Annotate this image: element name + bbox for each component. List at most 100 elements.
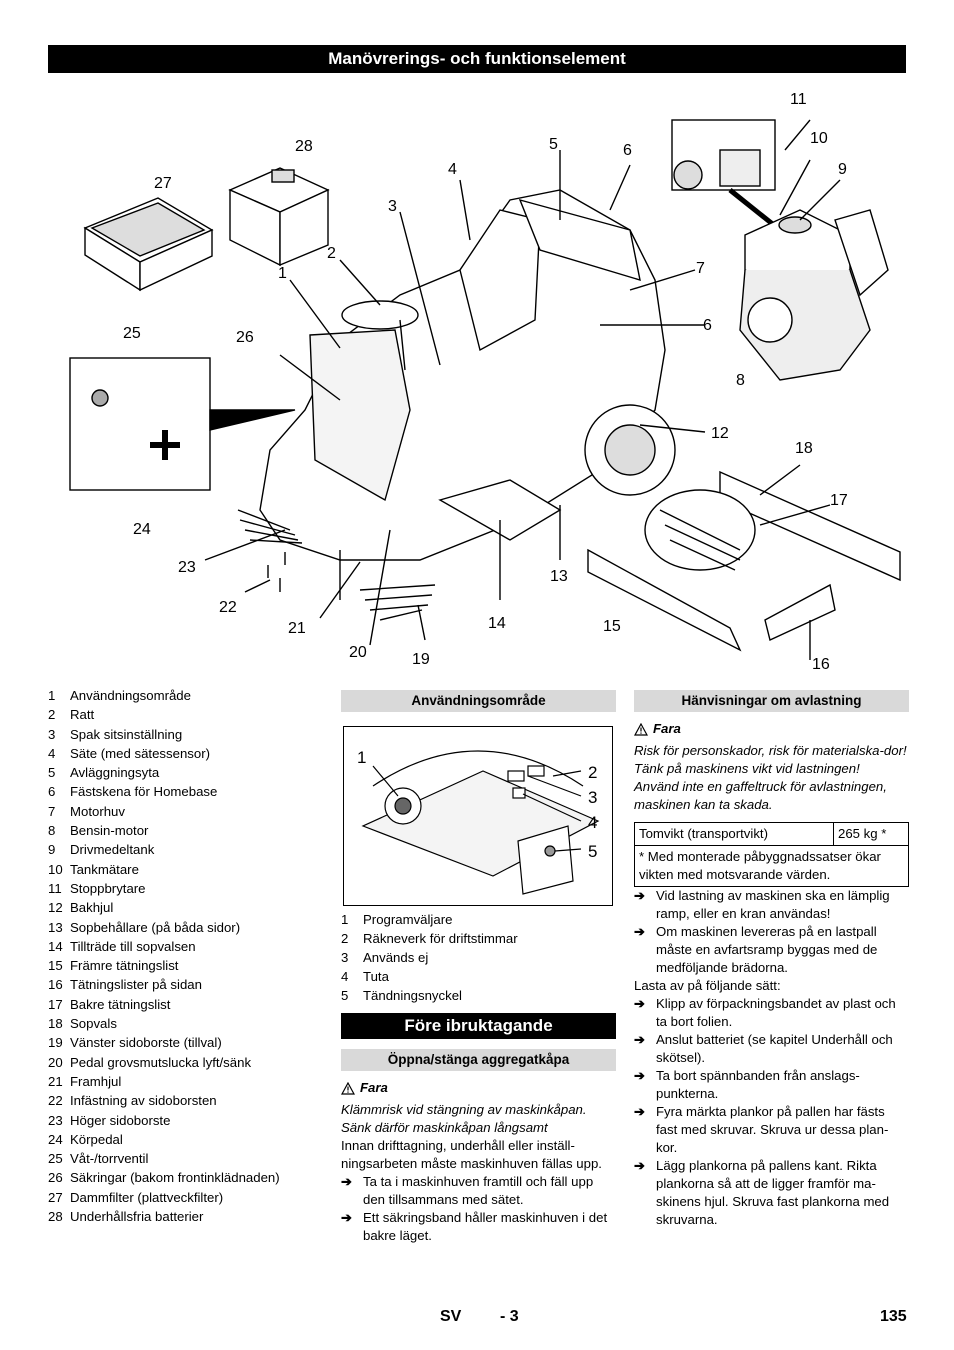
arrow-icon: ➔ [341, 1174, 353, 1189]
list-item: 3 Används ej [341, 948, 616, 967]
item-number: 7 [48, 803, 56, 819]
item-text: Tändningsnyckel [363, 988, 462, 1003]
panel-callout-1: 1 [357, 748, 366, 767]
callout-3: 3 [388, 198, 397, 215]
heading-unloading: Hänvisningar om avlastning [634, 690, 909, 712]
step-text: Vid lastning av maskinen ska en lämplig … [656, 888, 890, 921]
item-number: 2 [48, 707, 56, 723]
warning-line: Risk för personskador, risk för material… [634, 743, 907, 758]
callout-19: 19 [412, 651, 430, 668]
callout-12: 12 [711, 425, 729, 442]
step-text: Lägg plankorna på pallens kant. Rikta pl… [656, 1158, 890, 1227]
arrow-icon: ➔ [341, 1210, 353, 1225]
item-text: Bensin-motor [70, 823, 149, 839]
footer-language: SV [440, 1308, 462, 1325]
callout-22: 22 [219, 599, 237, 616]
item-number: 5 [341, 988, 349, 1003]
item-text: Höger sidoborste [70, 1112, 171, 1128]
callout-23: 23 [178, 559, 196, 576]
item-number: 22 [48, 1093, 63, 1109]
column-right: Hänvisningar om avlastning Fara Risk för… [634, 690, 909, 1229]
callout-8: 8 [736, 372, 745, 389]
list-item: 5 Tändningsnyckel [341, 986, 616, 1005]
arrow-icon: ➔ [634, 1158, 646, 1173]
step-text: Ta bort spännbanden från anslags-punkter… [656, 1068, 860, 1101]
warning-line: Använd inte en gaffeltruck för avlastnin… [634, 779, 887, 812]
item-number: 28 [48, 1209, 63, 1225]
item-text: Infästning av sidoborsten [70, 1093, 217, 1109]
item-text: Vänster sidoborste (tillval) [70, 1035, 222, 1051]
body-text: Innan drifttagning, underhåll eller inst… [341, 1138, 602, 1171]
item-text: Stoppbrytare [70, 880, 146, 896]
callout-18: 18 [795, 440, 813, 457]
item-number: 21 [48, 1073, 63, 1089]
callout-9: 9 [838, 161, 847, 178]
panel-callout-3: 3 [588, 788, 597, 807]
step-text: Om maskinen levereras på en lastpall mås… [656, 924, 878, 975]
footer-page-number: 135 [880, 1308, 907, 1325]
item-text: Används ej [363, 950, 429, 965]
item-text: Våt-/torrventil [70, 1151, 149, 1167]
control-panel-figure: 1 2 3 4 5 [343, 726, 613, 906]
instruction-step: ➔Ta bort spännbanden från anslags-punkte… [634, 1067, 909, 1103]
item-text: Tuta [363, 969, 389, 984]
callout-20: 20 [349, 644, 367, 661]
callout-4: 4 [448, 161, 457, 178]
item-number: 5 [48, 765, 56, 781]
item-number: 17 [48, 996, 63, 1012]
item-text: Framhjul [70, 1073, 122, 1089]
weight-label: Tomvikt (transportvikt) [634, 822, 834, 846]
battery-drawing [228, 167, 330, 267]
callout-21: 21 [288, 620, 306, 637]
sweeper-body-drawing [237, 189, 676, 621]
engine-drawing [739, 209, 889, 381]
warning-triangle-icon [634, 722, 648, 736]
item-number: 20 [48, 1054, 63, 1070]
page-title: Manövrerings- och funktionselement [48, 45, 906, 73]
body-text: Lasta av på följande sätt: [634, 978, 781, 993]
instruction-step: ➔Vid lastning av maskinen ska en lämplig… [634, 887, 909, 923]
panel-callout-5: 5 [588, 842, 597, 861]
weight-note: * Med monterade påbyggnadssatser ökar vi… [634, 845, 909, 887]
item-text: Drivmedeltank [70, 842, 155, 858]
heading-usage-area: Användningsområde [341, 690, 616, 712]
item-text: Dammfilter (plattveckfilter) [70, 1189, 224, 1205]
item-number: 3 [341, 950, 349, 965]
item-number: 23 [48, 1112, 63, 1128]
callout-25: 25 [123, 325, 141, 342]
callout-26: 26 [236, 329, 254, 346]
danger-warning: Fara [634, 720, 909, 738]
instruction-step: ➔Klipp av förpackningsbandet av plast oc… [634, 995, 909, 1031]
item-text: Sopbehållare (på båda sidor) [70, 919, 241, 935]
list-item: 1 Användningsområde [48, 686, 338, 705]
callout-15: 15 [603, 618, 621, 635]
item-text: Användningsområde [70, 688, 191, 703]
callout-14: 14 [488, 615, 506, 632]
arrow-icon: ➔ [634, 996, 646, 1011]
callout-16: 16 [812, 656, 830, 673]
callout-2: 2 [327, 245, 336, 262]
callout-28: 28 [295, 138, 313, 155]
callout-13: 13 [550, 568, 568, 585]
item-text: Pedal grovsmutslucka lyft/sänk [70, 1054, 252, 1070]
item-number: 1 [48, 688, 56, 703]
item-text: Spak sitsinställning [70, 726, 183, 742]
callout-17: 17 [830, 492, 848, 509]
list-item: 20 Pedal grovsmutslucka lyft/sänk [48, 1053, 338, 1072]
item-text: Säte (med sätessensor) [70, 745, 210, 761]
item-text: Sopvals [70, 1016, 117, 1032]
item-number: 13 [48, 919, 63, 935]
item-number: 6 [48, 784, 56, 800]
